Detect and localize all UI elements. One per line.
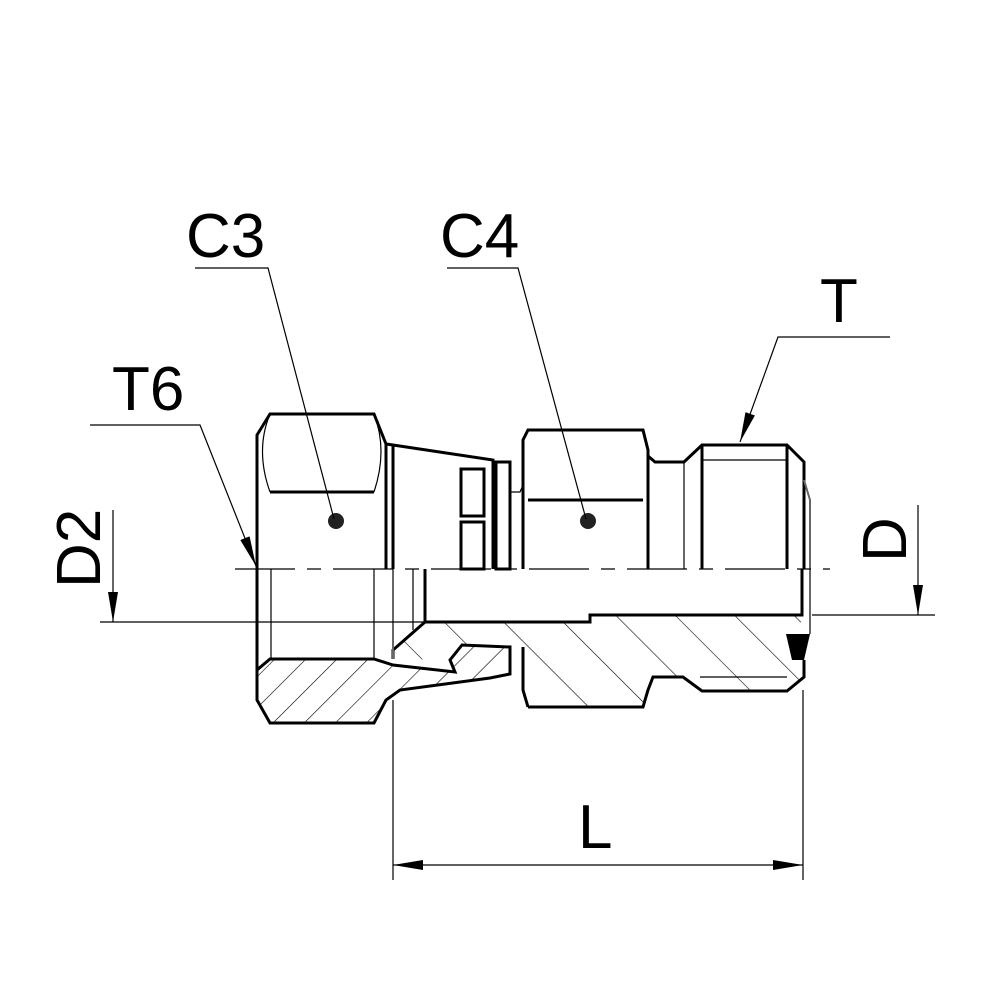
leader-c3 [195, 267, 335, 520]
nut-section-hatch [255, 643, 512, 725]
leader-c4 [447, 267, 587, 520]
dimension-d [812, 505, 935, 616]
leader-t [739, 336, 890, 443]
label-t: T [820, 267, 858, 336]
label-t6: T6 [112, 355, 184, 424]
label-d2: D2 [45, 509, 114, 588]
dimension-d2 [100, 510, 425, 623]
leader-t6 [90, 424, 257, 567]
c3-marker-dot [328, 513, 344, 529]
label-l: L [578, 793, 612, 862]
body-section-hatch [391, 569, 806, 709]
left-nut [255, 412, 427, 700]
right-hex [510, 428, 811, 634]
c4-marker-dot [580, 513, 596, 529]
cone-body [385, 442, 512, 571]
label-c4: C4 [440, 202, 519, 271]
label-d: D [851, 517, 920, 562]
label-c3: C3 [186, 202, 265, 271]
dimension-l [392, 690, 804, 880]
seal-ring [786, 634, 810, 660]
